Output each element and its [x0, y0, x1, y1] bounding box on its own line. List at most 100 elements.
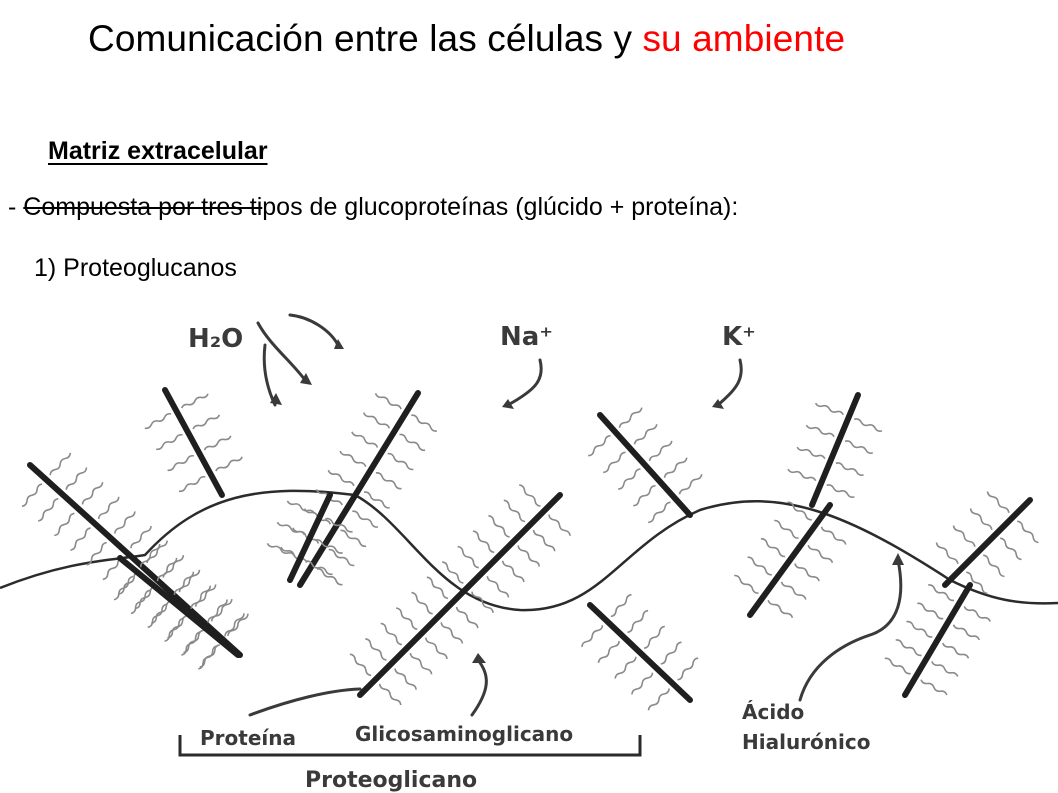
gag-chain [97, 496, 120, 520]
gag-chain [365, 638, 387, 661]
gag-chain [215, 456, 243, 472]
list-item-proteoglucanos: 1) Proteoglucanos [34, 254, 237, 282]
gag-chain [760, 537, 786, 558]
bracket-line [178, 735, 642, 757]
gag-chain [65, 467, 88, 490]
proteoglycan-diagram: H₂O Na⁺ K⁺ Proteína Glicosaminoglicano Á… [0, 305, 1058, 793]
gag-chain [780, 581, 807, 600]
gag-chain [952, 525, 976, 547]
gag-arrow [470, 658, 488, 717]
gag-chain [198, 645, 218, 670]
water-arrowhead-3 [270, 393, 282, 405]
gag-chain [486, 576, 510, 598]
gag-chain [648, 440, 673, 462]
gag-chain [224, 613, 245, 637]
gag-chain [395, 607, 418, 630]
gag-chain [38, 497, 59, 522]
gag-chain [647, 688, 670, 711]
core-protein-10 [747, 502, 833, 618]
gag-chain [86, 541, 107, 566]
gag-chain [588, 434, 611, 457]
gag-chain [181, 631, 201, 656]
gag-chain [517, 545, 541, 567]
gag-chain [328, 548, 355, 567]
gag-chain [906, 620, 933, 638]
gag-chain [340, 529, 367, 548]
gag-chain [677, 657, 699, 681]
gag-chain [581, 625, 604, 648]
gag-chain [147, 603, 168, 629]
gag-chain [597, 640, 620, 663]
core-protein-4 [597, 412, 693, 518]
gag-chain [747, 556, 772, 576]
gag-chain [167, 454, 195, 472]
gag-chain [378, 683, 402, 706]
gag-chain [316, 568, 343, 586]
slide-title: Comunicación entre las células y su ambi… [88, 18, 845, 60]
gag-chain [503, 499, 526, 523]
gag-chain [114, 511, 136, 534]
gag-chain [663, 457, 688, 478]
gag-chain [399, 433, 426, 452]
gag-chain [884, 657, 911, 675]
water-arrow-3 [262, 343, 277, 407]
core-protein-7 [117, 555, 241, 658]
core-protein-2 [162, 387, 225, 498]
gag-chain [173, 571, 195, 595]
gag-chain [425, 637, 448, 660]
core-protein-5 [809, 392, 861, 508]
gag-chain [339, 450, 367, 468]
gag-chain [631, 672, 654, 695]
gag-chain [325, 517, 353, 533]
bullet-text: pos de glucoproteínas (glúcido + proteín… [262, 193, 739, 221]
water-arrow [256, 321, 307, 382]
gag-chain [194, 584, 217, 607]
gag-chain [81, 482, 104, 505]
gag-chain [178, 475, 206, 493]
water-arrowhead-2 [334, 339, 344, 349]
gag-chain [54, 512, 75, 537]
core-protein-3 [297, 390, 421, 588]
label-hyaluronic-1: Ácido [742, 700, 804, 724]
gag-chain [895, 639, 922, 657]
gag-chain [633, 424, 658, 445]
gag-chain [286, 500, 316, 515]
annotation-arrows [248, 313, 903, 717]
title-accent: su ambiente [642, 18, 846, 59]
gag-chain [931, 661, 959, 677]
gag-chain [471, 591, 494, 613]
gag-chain [532, 529, 556, 552]
core-proteins [21, 387, 1039, 711]
gag-chain [805, 424, 835, 438]
gag-chain [455, 606, 479, 629]
gag-chain [380, 622, 403, 646]
gag-chain [935, 542, 959, 564]
gag-chain [266, 543, 296, 557]
gag-chain [49, 452, 72, 476]
label-potassium: K⁺ [722, 322, 756, 352]
gag-chain [648, 501, 671, 524]
hyaluronic-arrow [798, 558, 903, 702]
gag-chain [614, 656, 637, 679]
potassium-arrow [716, 358, 743, 407]
gag-chain [643, 625, 665, 649]
core-protein-8 [357, 492, 563, 698]
sodium-arrow [506, 358, 543, 407]
label-protein: Proteína [200, 726, 296, 750]
gag-chain [854, 418, 883, 433]
bullet-struck-text: Compuesta por tres ti [23, 193, 263, 221]
gag-chain [807, 544, 834, 564]
gag-chain [814, 402, 845, 416]
protein-arrow [248, 687, 362, 717]
gag-chain [349, 653, 372, 677]
gag-chain [501, 560, 525, 583]
gag-chain [941, 642, 970, 659]
gag-chain [156, 433, 183, 451]
water-arrowhead [300, 373, 312, 385]
gag-chain [917, 602, 944, 620]
gag-chain [1017, 520, 1039, 544]
label-gag: Glicosaminoglicano [355, 722, 573, 746]
gag-chain [203, 435, 232, 451]
bullet-dash: - [8, 193, 24, 221]
gag-chain [844, 440, 874, 455]
